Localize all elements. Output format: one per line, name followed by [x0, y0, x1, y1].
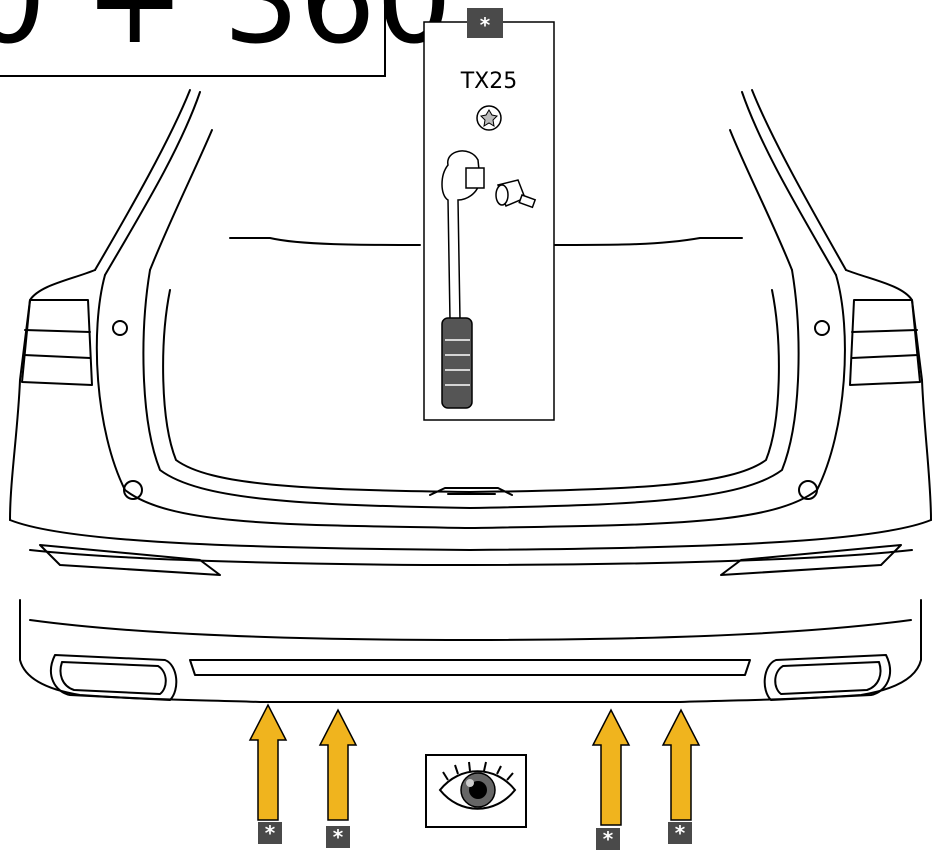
tool-panel: * TX25: [423, 8, 555, 421]
angle-title-box: 0 + 360: [0, 0, 452, 77]
arrow-left-outer: [248, 703, 288, 821]
arrow-right-inner: [591, 708, 631, 826]
svg-text:*: *: [603, 827, 614, 851]
marker-right-inner: *: [596, 827, 620, 851]
visual-inspection-eye-icon: [425, 754, 527, 828]
svg-text:*: *: [675, 821, 686, 845]
marker-left-outer: *: [258, 821, 282, 845]
torx-head-icon: [476, 105, 502, 131]
ratchet-wrench-icon: [441, 150, 485, 409]
car-rear-outline: [9, 89, 932, 703]
arrow-right-outer: [661, 708, 701, 821]
marker-left-inner: *: [326, 825, 350, 849]
svg-text:*: *: [265, 821, 276, 845]
svg-text:*: *: [480, 13, 491, 37]
torx-socket-bit-icon: [495, 179, 537, 209]
torx-size-label: TX25: [460, 69, 518, 94]
angle-title: 0 + 360: [0, 0, 452, 71]
tool-panel-marker: *: [467, 8, 503, 38]
arrow-left-inner: [318, 708, 358, 821]
marker-right-outer: *: [668, 821, 692, 845]
svg-text:*: *: [333, 825, 344, 849]
